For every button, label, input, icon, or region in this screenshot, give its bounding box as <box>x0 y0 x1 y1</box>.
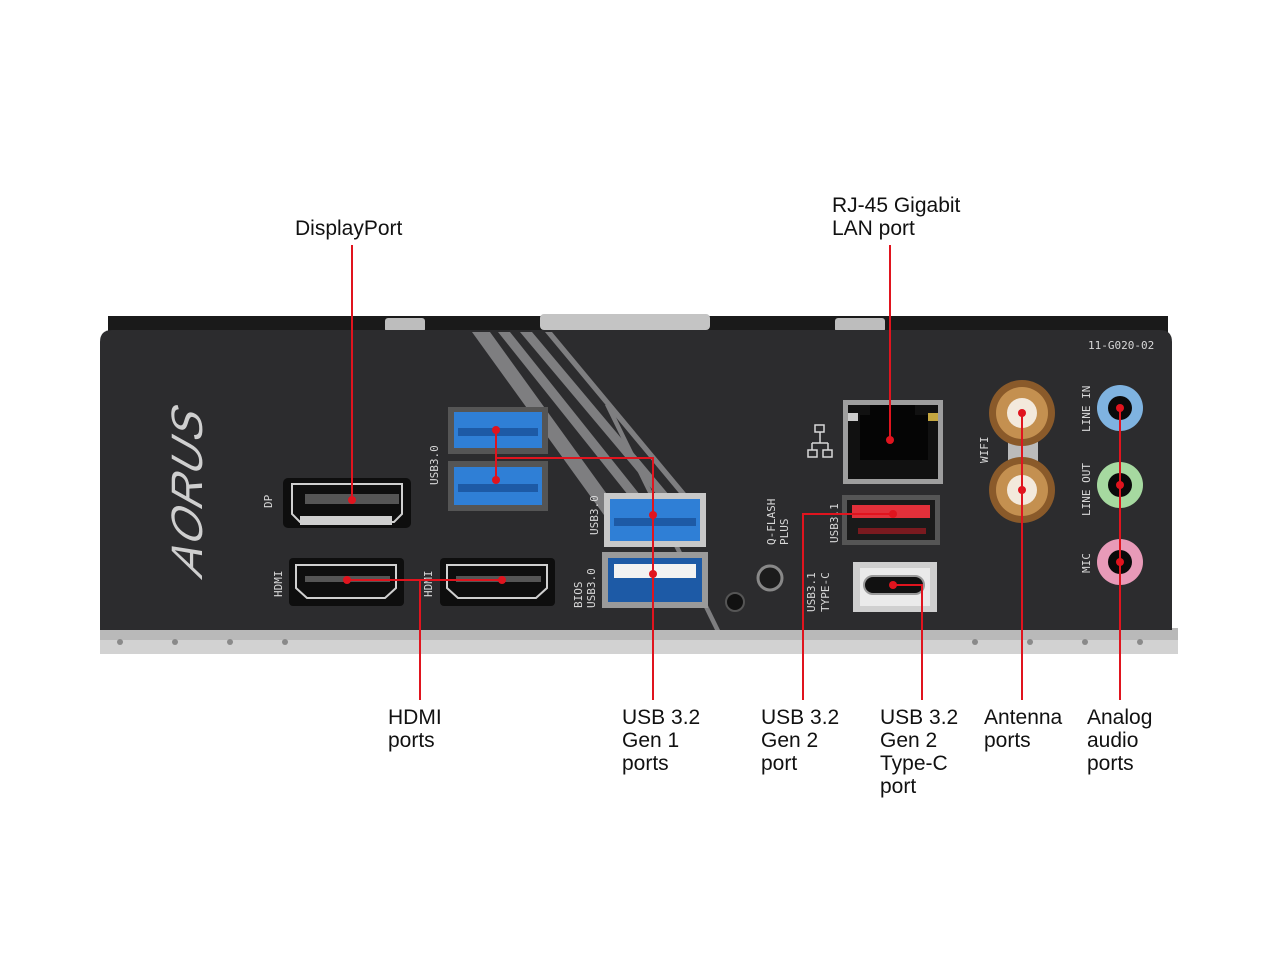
network-icon <box>807 424 833 458</box>
line-hdmi <box>347 579 502 700</box>
silk-bios-usb30: BIOS USB3.0 <box>572 568 598 608</box>
label-audio: Analog audio ports <box>1087 706 1158 775</box>
hdmi-port-2 <box>440 558 555 606</box>
silk-dp: DP <box>262 494 275 508</box>
label-usb-typec: USB 3.2 Gen 2 Type-C port <box>880 706 964 798</box>
usb31-port <box>842 495 940 545</box>
silk-mic: MIC <box>1080 553 1093 573</box>
label-usb-gen2: USB 3.2 Gen 2 port <box>761 706 845 775</box>
strip-screws <box>117 639 1143 645</box>
line-usb-gen1 <box>495 430 654 700</box>
line-usb-gen2 <box>802 513 893 700</box>
silk-usb30-right: USB3.0 <box>588 495 601 535</box>
label-antenna: Antenna ports <box>984 706 1068 752</box>
line-usb-typec <box>893 584 923 700</box>
silk-hdmi-2: HDMI <box>422 571 435 598</box>
bracket-clip <box>540 314 710 330</box>
usb30-port-bottom <box>448 461 548 511</box>
usb30-port-right-top <box>604 493 706 547</box>
label-rj45: RJ-45 Gigabit LAN port <box>832 194 966 240</box>
silk-line-out: LINE OUT <box>1080 463 1093 516</box>
clear-cmos-hole <box>725 592 745 612</box>
qflash-plus-button[interactable] <box>756 564 784 592</box>
silk-line-in: LINE IN <box>1080 386 1093 432</box>
silk-wifi: WIFI <box>978 437 991 464</box>
bracket-clip <box>385 318 425 332</box>
bios-usb30-port <box>602 552 708 608</box>
callout-lines <box>343 245 1124 700</box>
displayport-port <box>283 478 411 528</box>
label-hdmi: HDMI ports <box>388 706 448 752</box>
silk-qflash: Q-FLASH PLUS <box>765 492 791 545</box>
silk-usb31-typec: USB3.1 TYPE-C <box>805 566 832 612</box>
part-number: 11-G020-02 <box>1088 339 1154 352</box>
silk-hdmi-1: HDMI <box>272 571 285 598</box>
label-displayport: DisplayPort <box>295 217 403 240</box>
label-usb-gen1: USB 3.2 Gen 1 ports <box>622 706 706 775</box>
bracket-clip <box>835 318 885 332</box>
silk-usb30-left: USB3.0 <box>428 445 441 485</box>
aorus-logo: AORUS <box>162 397 211 584</box>
silk-usb31: USB3.1 <box>828 503 841 543</box>
